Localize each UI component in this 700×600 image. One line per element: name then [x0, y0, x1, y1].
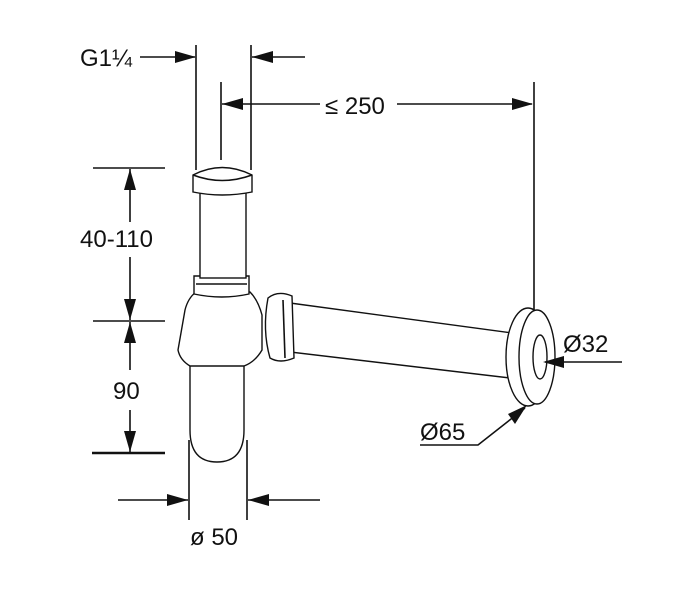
dimension-height-adjust: 40-110 — [80, 167, 165, 322]
horizontal-pipe — [264, 292, 513, 379]
height-adjust-label: 40-110 — [80, 226, 153, 253]
dimension-length: ≤ 250 — [220, 82, 535, 310]
rosette-diameter-label: Ø65 — [420, 419, 465, 446]
dimension-outlet-diameter: Ø32 — [543, 331, 622, 368]
trap-diameter-label: ø 50 — [190, 524, 238, 551]
dimension-thread: G1¼ — [80, 45, 305, 170]
dimension-rosette-diameter: Ø65 — [420, 405, 527, 446]
trap-body — [177, 166, 263, 463]
wall-rosette — [505, 307, 556, 407]
dimension-trap-height: 90 — [92, 322, 165, 455]
trap-height-label: 90 — [113, 378, 140, 405]
length-label: ≤ 250 — [325, 93, 385, 120]
dimension-trap-diameter: ø 50 — [118, 440, 320, 551]
thread-label: G1¼ — [80, 45, 133, 72]
outlet-diameter-label: Ø32 — [563, 331, 608, 358]
